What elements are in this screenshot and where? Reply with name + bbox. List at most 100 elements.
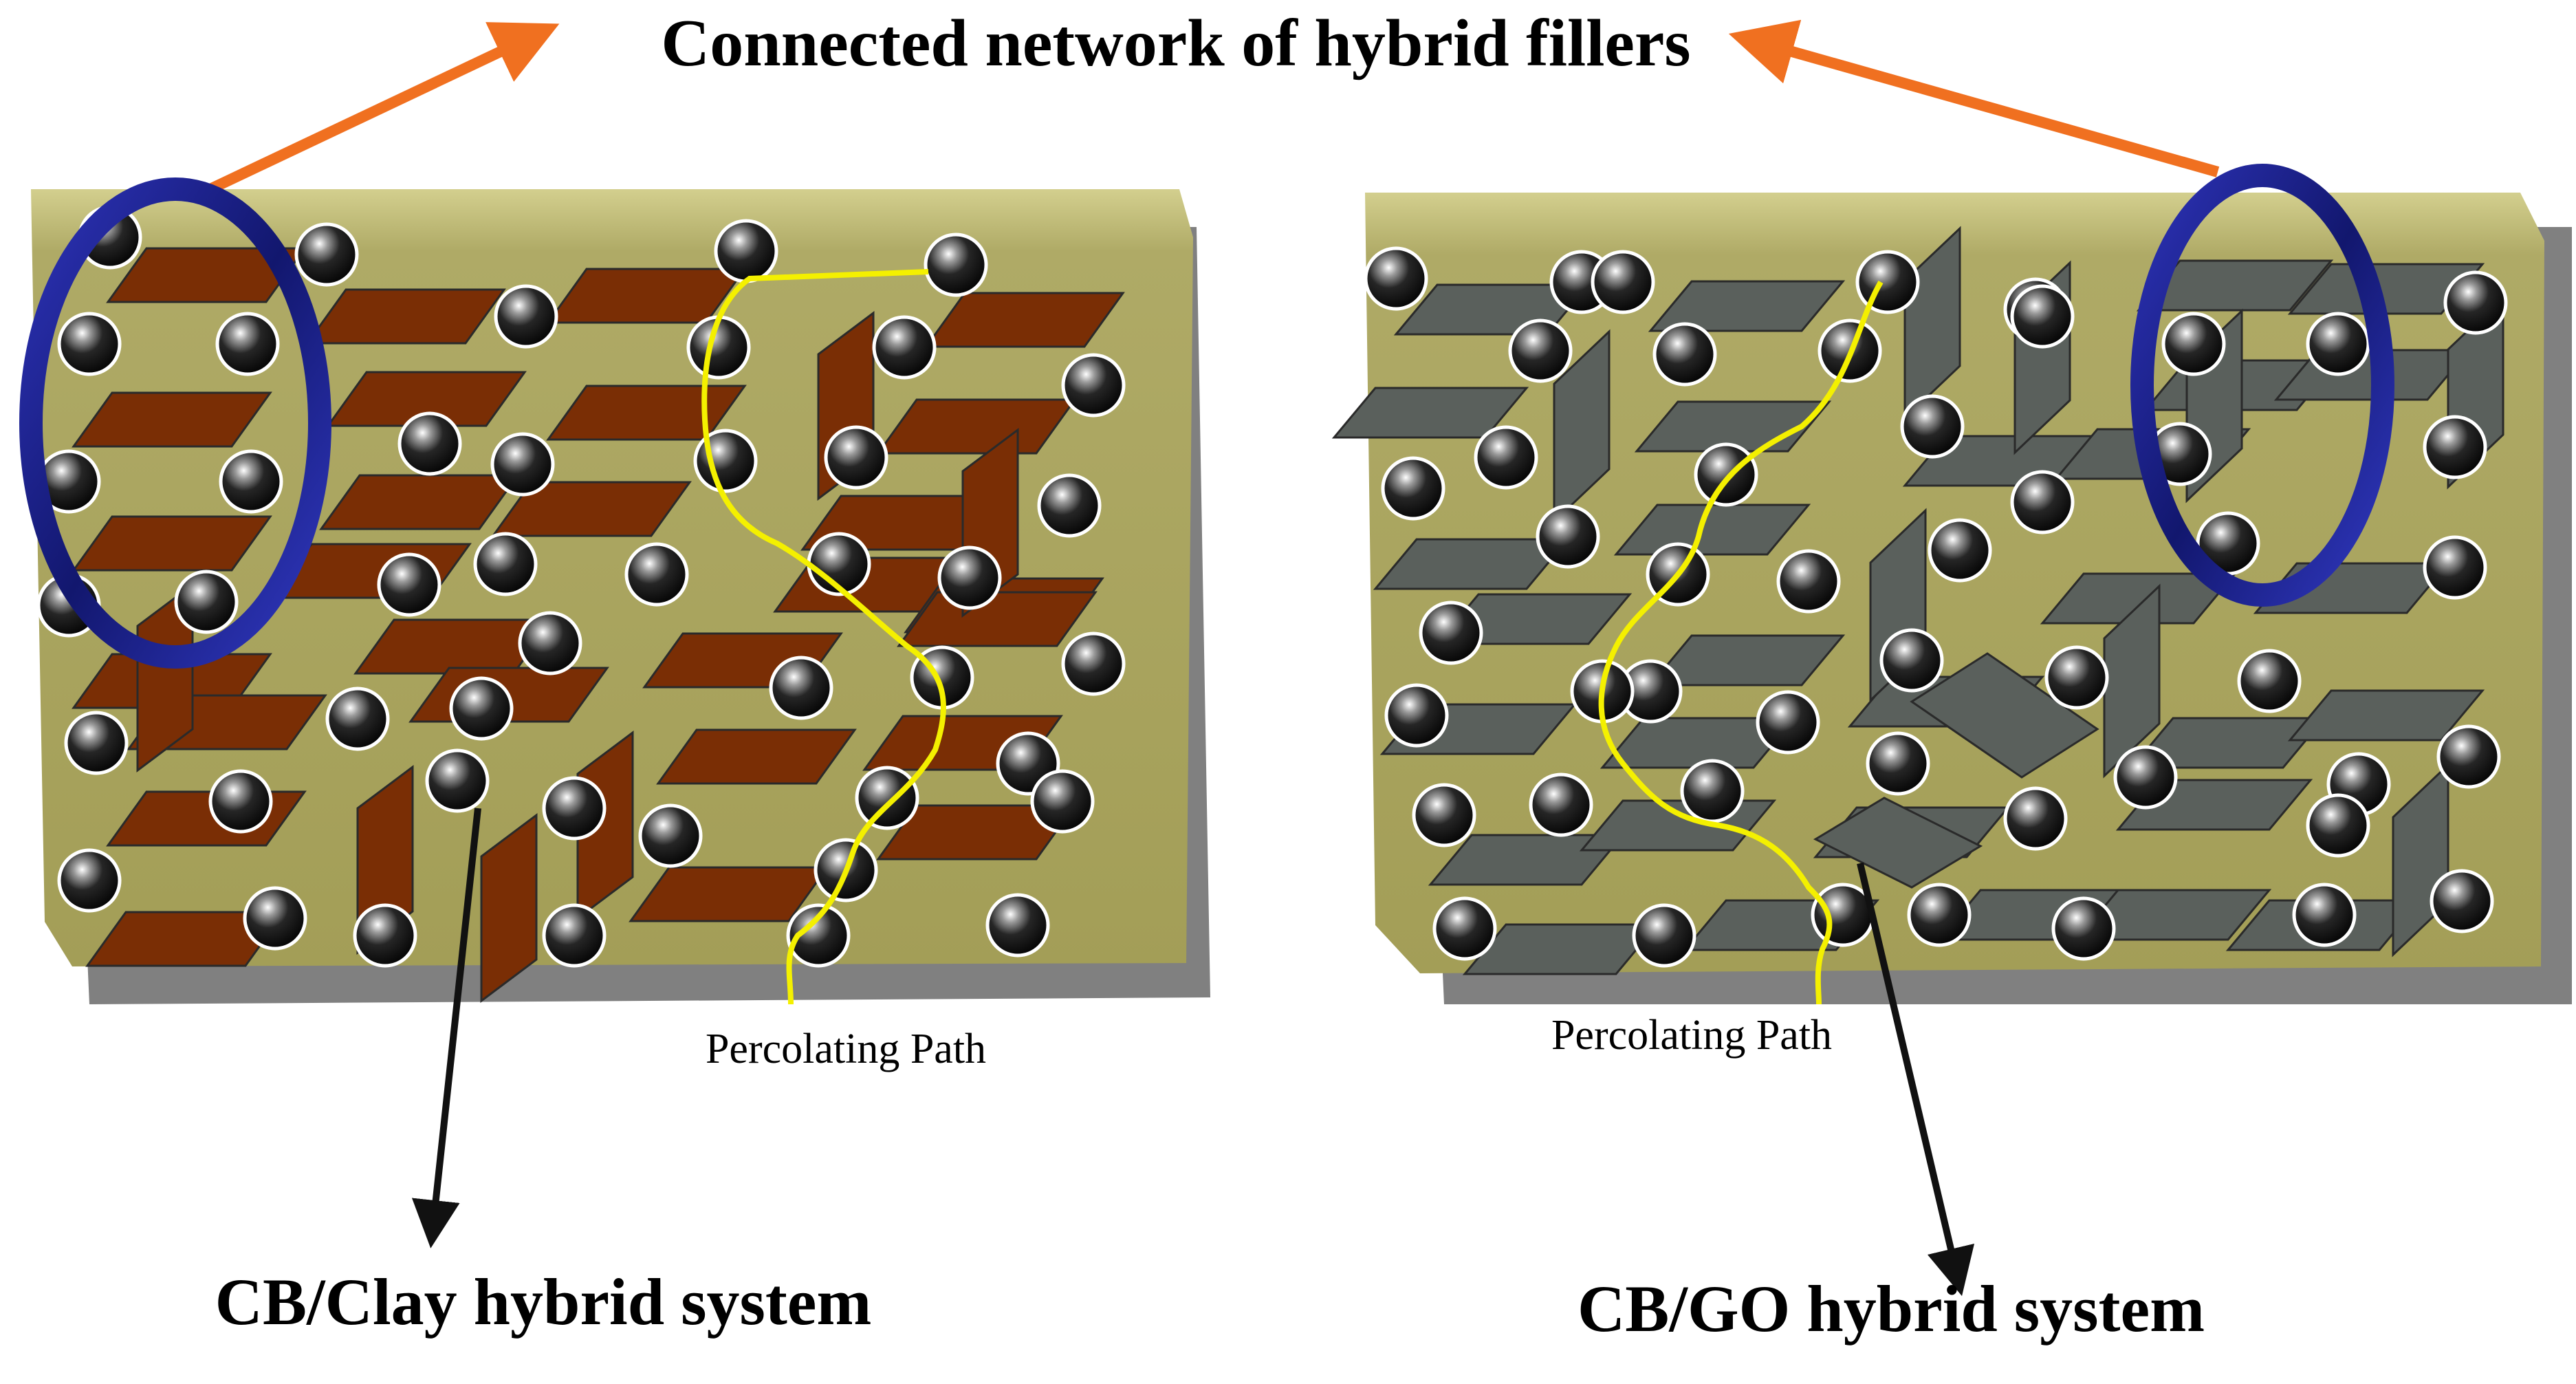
carbon-black-particle (2443, 270, 2508, 335)
carbon-black-particle (714, 219, 778, 283)
carbon-black-particle (353, 903, 417, 968)
carbon-black-particle (937, 545, 1002, 610)
clay-platelet (491, 481, 692, 537)
pointer-arrow-left (200, 22, 560, 198)
graphene-oxide-sheet (1373, 538, 1571, 590)
clay-platelet (876, 398, 1077, 455)
carbon-black-particle (769, 656, 833, 720)
network-highlight-ring (2130, 164, 2394, 607)
carbon-black-particle (518, 611, 582, 675)
percolating-path-line (1598, 280, 1884, 1005)
carbon-black-particle (2306, 793, 2370, 858)
graphene-oxide-sheet (2287, 689, 2485, 742)
carbon-black-particle (2113, 745, 2178, 810)
carbon-black-particle (542, 903, 607, 968)
carbon-black-particle (64, 711, 129, 775)
carbon-black-particle (1364, 246, 1428, 311)
carbon-black-particle (208, 769, 273, 834)
clay-platelet (106, 247, 307, 303)
clay-platelet (356, 765, 414, 955)
clay-platelet (629, 866, 829, 922)
carbon-black-particle (1907, 883, 1972, 947)
clay-platelet (656, 728, 857, 785)
carbon-black-particle (1879, 628, 1944, 693)
carbon-black-particle (1432, 896, 1497, 961)
carbon-black-particle (542, 776, 607, 841)
carbon-black-particle (1474, 425, 1538, 490)
carbon-black-particle (397, 411, 462, 476)
carbon-black-particle (1632, 903, 1696, 968)
clay-platelet (480, 813, 538, 1003)
clay-platelet (876, 804, 1077, 861)
carbon-black-particle (872, 315, 937, 380)
clay-platelet (305, 288, 506, 345)
carbon-black-particle (2044, 645, 2109, 710)
carbon-black-particle (325, 686, 390, 751)
carbon-black-particle (1536, 504, 1600, 569)
go-composite-panel: Percolating Path CB/GO hybrid system (1331, 164, 2572, 1345)
carbon-black-particle (2010, 284, 2075, 349)
carbon-black-particle (1694, 442, 1758, 507)
diagram-title: Connected network of hybrid fillers (661, 6, 1690, 80)
clay-platelet (136, 583, 194, 772)
carbon-black-particle (425, 748, 490, 813)
carbon-black-particle (377, 552, 441, 617)
carbon-black-particle (1381, 456, 1445, 521)
carbon-black-particle (1419, 601, 1483, 665)
system-arrow-go (1857, 862, 1975, 1297)
carbon-black-particle (2003, 786, 2068, 851)
clay-platelet (897, 591, 1098, 647)
carbon-black-particle (243, 886, 307, 951)
carbon-black-particle (1756, 690, 1820, 755)
carbon-black-particle (294, 222, 359, 287)
graphene-oxide-sheet (2287, 263, 2485, 315)
percolating-path-label: Percolating Path (706, 1026, 986, 1072)
carbon-black-particle (2306, 312, 2370, 376)
carbon-black-particle (924, 233, 988, 297)
clay-composite-panel: Percolating Path CB/Clay hybrid system (19, 177, 1210, 1339)
carbon-black-particle (786, 903, 851, 968)
carbon-black-particle (624, 542, 689, 607)
carbon-black-particle (57, 312, 122, 376)
graphene-oxide-sheet (1462, 923, 1660, 975)
carbon-black-particle (1061, 353, 1126, 418)
graphene-oxide-sheet (1910, 652, 2099, 779)
pointer-arrow-right (1728, 19, 2220, 177)
carbon-black-particle (2430, 869, 2494, 933)
carbon-black-particle (215, 312, 280, 376)
carbon-black-particle (449, 676, 514, 741)
carbon-black-particle (2423, 415, 2487, 479)
graphene-oxide-sheet (1613, 504, 1811, 556)
system-label-go: CB/GO hybrid system (1578, 1272, 2205, 1345)
carbon-black-particle (2237, 649, 2302, 713)
carbon-black-particle (2010, 470, 2075, 534)
carbon-black-particle (824, 425, 888, 490)
carbon-black-particle (2423, 535, 2487, 600)
carbon-black-particle (219, 449, 283, 514)
carbon-black-particle (1928, 518, 1992, 583)
graphene-oxide-sheet (1553, 329, 1611, 524)
carbon-black-particle (2292, 883, 2357, 947)
system-arrow-clay (411, 808, 481, 1248)
carbon-black-particle (490, 432, 555, 497)
clay-platelet (576, 731, 634, 920)
carbon-black-particle (1529, 772, 1593, 837)
carbon-black-particle (2051, 896, 2116, 961)
graphene-oxide-sheet (2103, 583, 2161, 779)
carbon-black-particle (1652, 322, 1717, 387)
carbon-black-particle (1900, 394, 1965, 459)
carbon-black-particle (1680, 759, 1745, 823)
carbon-black-particle (174, 570, 239, 634)
carbon-black-particle (1866, 731, 1930, 796)
carbon-black-particle (2161, 312, 2226, 376)
carbon-black-particle (1591, 250, 1655, 314)
clay-platelet (319, 474, 520, 530)
clay-platelet (924, 292, 1125, 348)
carbon-black-particle (1412, 783, 1476, 847)
carbon-black-particle (1776, 549, 1841, 614)
clay-platelet (85, 911, 286, 967)
graphene-oxide-sheet (1428, 834, 1626, 886)
clay-platelet (72, 391, 272, 448)
carbon-black-particle (1030, 769, 1095, 834)
